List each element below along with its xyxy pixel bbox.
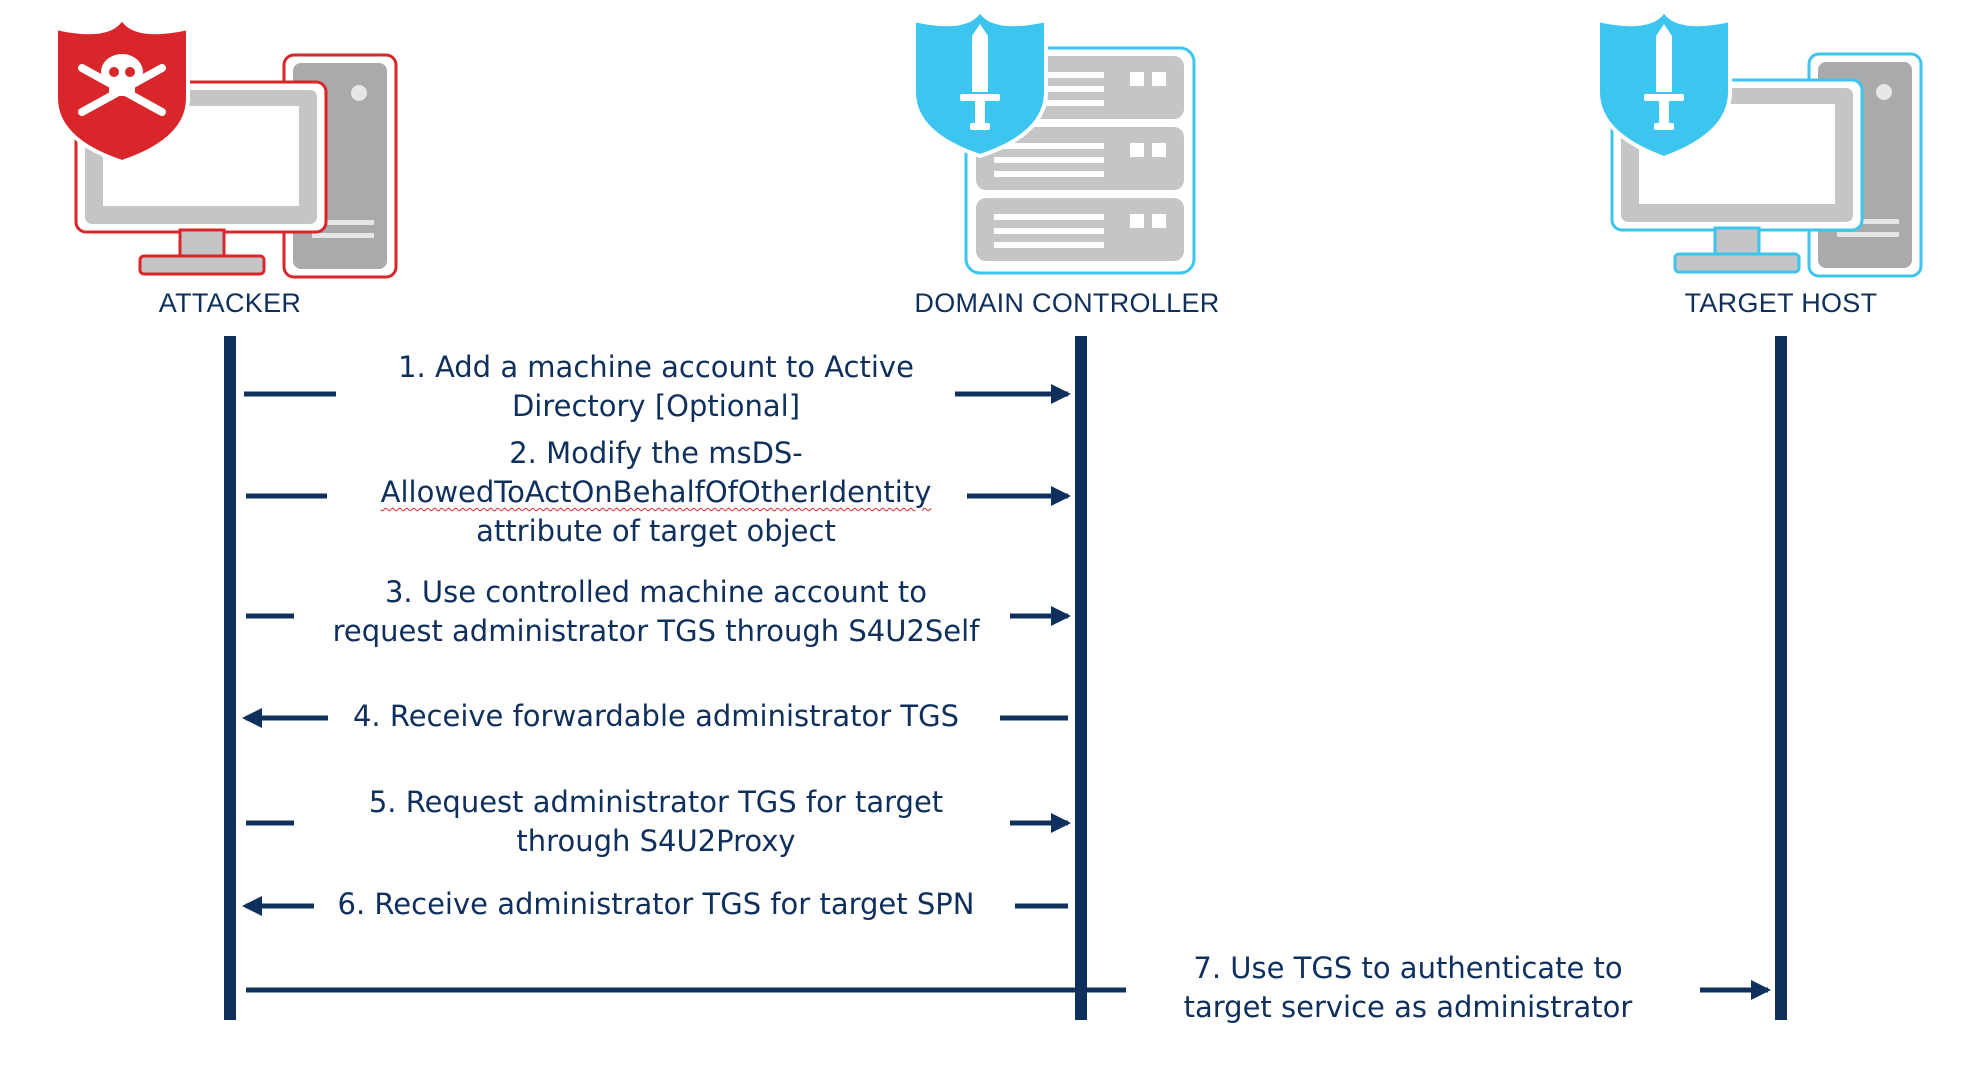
message-1-arrowhead [1051,384,1071,404]
sword-icon [960,24,1000,130]
attacker-lifeline [224,336,236,1020]
target-computer-icon [1596,5,1923,278]
attacker-computer-icon [54,13,398,279]
message-2-arrowhead [1051,486,1071,506]
domain-controller-lifeline [1075,336,1087,1020]
message-2-line-2: AllowedToActOnBehalfOfOtherIdentity [380,475,932,509]
message-3-line-1: 3. Use controlled machine account to [384,575,928,609]
message-2: 2. Modify the msDS- AllowedToActOnBehalf… [300,434,1012,551]
message-2-line-3: attribute of target object [476,514,836,548]
message-3: 3. Use controlled machine account to req… [300,573,1012,651]
message-4-arrowhead [242,708,262,728]
message-3-line-2: request administrator TGS through S4U2Se… [332,614,980,648]
message-1: 1. Add a machine account to Active Direc… [300,348,1012,426]
message-1-line-1: 1. Add a machine account to Active [398,350,914,384]
actor-label-target-host: TARGET HOST [1684,288,1878,318]
skull-crossbones-icon [78,54,166,116]
message-5-arrowhead [1051,813,1071,833]
message-7-arrowhead [1751,980,1771,1000]
message-2-line-1-text: 2. Modify the msDS- [509,436,803,470]
domain-controller-server-icon [912,5,1196,275]
message-arrows [242,384,1771,1000]
message-7: 7. Use TGS to authenticate to target ser… [1138,949,1678,1027]
target-host-lifeline [1775,336,1787,1020]
message-4-line-1: 4. Receive forwardable administrator TGS [352,699,960,733]
message-7-line-1: 7. Use TGS to authenticate to [1193,951,1623,985]
sword-icon [1644,24,1684,130]
message-1-line-2: Directory [Optional] [511,389,801,423]
message-5: 5. Request administrator TGS for target … [300,783,1012,861]
message-6: 6. Receive administrator TGS for target … [300,885,1012,924]
message-2-line-1: 2. Modify the msDS- [300,434,1012,473]
message-6-line-1: 6. Receive administrator TGS for target … [337,887,975,921]
message-6-arrowhead [242,896,262,916]
message-5-line-2: through S4U2Proxy [516,824,796,858]
actor-label-attacker: ATTACKER [158,288,302,318]
message-4: 4. Receive forwardable administrator TGS [300,697,1012,736]
message-7-line-2: target service as administrator [1183,990,1633,1024]
actor-label-domain-controller: DOMAIN CONTROLLER [914,288,1220,318]
message-5-line-1: 5. Request administrator TGS for target [368,785,944,819]
message-3-arrowhead [1051,606,1071,626]
